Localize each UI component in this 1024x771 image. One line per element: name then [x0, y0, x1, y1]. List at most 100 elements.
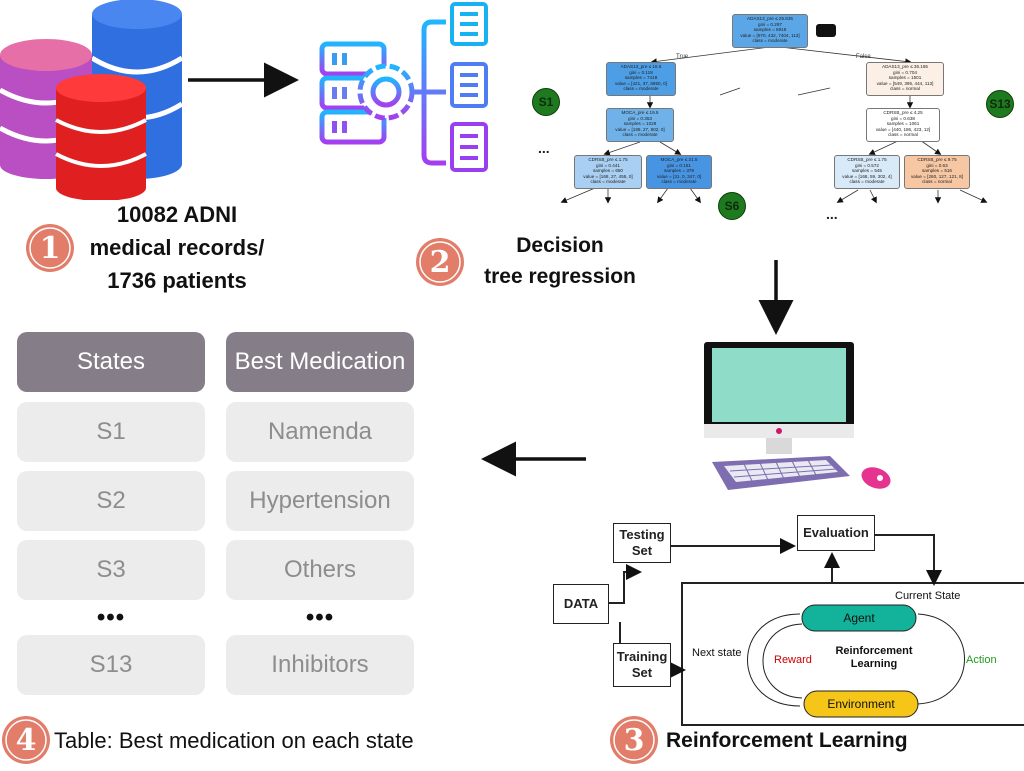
table-cell-medication: Inhibitors — [226, 635, 414, 695]
tree-node-line: ADAS13_pre ≤ 36.165 — [882, 64, 928, 69]
caption-line: tree regression — [484, 265, 636, 288]
tree-node-line: class = normal — [922, 179, 952, 185]
step-4-number: 4 — [15, 722, 37, 758]
tree-true-label: True — [676, 54, 689, 60]
tree-node-line: value = [260, 127, 121, 8] — [911, 173, 963, 179]
tree-node-line: value = [549, 395, 444, 113] — [876, 80, 934, 86]
table-ellipsis: ••• — [305, 604, 335, 631]
rl-diagram-lines — [604, 534, 1024, 726]
table-cell-medication: Others — [226, 540, 414, 600]
table-header-states: States — [17, 332, 205, 392]
step-4-caption: Table: Best medication on each state — [54, 728, 414, 753]
table-header-medication: Best Medication — [226, 332, 414, 392]
tree-node-line: value = [440, 186, 423, 12] — [875, 126, 931, 132]
tree-node-line: value = [199, 27, 802, 0] — [615, 126, 665, 132]
next-state-label: Next state — [692, 647, 742, 659]
tree-node-line: gini = 0.118 — [629, 69, 653, 75]
current-state-label: Current State — [895, 590, 961, 602]
step-4-badge: 4 — [0, 714, 52, 766]
step-1-number: 1 — [39, 230, 61, 266]
tree-node-line: samples = 378 — [663, 168, 694, 174]
tree-node-line: samples = 1028 — [623, 121, 657, 127]
computer-icon — [704, 342, 891, 490]
table-cell-state: S2 — [17, 471, 205, 531]
table-ellipsis: ••• — [96, 604, 126, 631]
step-1-caption: 10082 ADNI medical records/ 1736 patient… — [82, 198, 272, 297]
tree-node-line: class = moderate — [623, 86, 659, 92]
data-box: DATA — [553, 584, 609, 624]
tree-node-line: samples = 1501 — [888, 75, 922, 81]
table-cell-state: S3 — [17, 540, 205, 600]
tree-node-line: class = moderate — [849, 179, 885, 185]
step-2-badge: 2 — [414, 236, 466, 288]
step-3-badge: 3 — [608, 714, 660, 766]
tree-node-line: class = moderate — [622, 132, 658, 138]
table-cell-medication: Hypertension — [226, 471, 414, 531]
tree-node-line: value = [421, 37, 6950, 0] — [615, 80, 667, 86]
rl-center-text: Reinforcement Learning — [826, 645, 922, 671]
tree-node-line: MOCA_pre ≤ 19.5 — [621, 110, 659, 115]
center-line: Reinforcement — [835, 645, 913, 657]
training-set-box: Training Set — [613, 643, 671, 687]
tree-node-line: class = moderate — [661, 179, 697, 185]
tree-node-line: samples = 7418 — [624, 75, 658, 81]
evaluation-box: Evaluation — [797, 515, 875, 551]
caption-line: Decision — [516, 234, 604, 257]
tree-node-line: samples = 650 — [592, 168, 623, 174]
tree-badge-s6: S6 — [718, 192, 746, 220]
caption-line: 10082 ADNI — [116, 202, 238, 227]
center-line: Learning — [850, 658, 898, 670]
tree-node-line: CDRSB_pre ≤ 4.25 — [883, 110, 923, 115]
tree-node-line: class = normal — [888, 132, 918, 138]
tree-node-line: gini = 0.704 — [893, 69, 917, 75]
tree-node-line: gini = 0.638 — [891, 115, 915, 121]
tree-edges — [560, 24, 988, 204]
tree-badge-s1: S1 — [532, 88, 560, 116]
tree-node-line: class = normal — [890, 86, 920, 92]
reward-label: Reward — [774, 654, 812, 666]
testing-set-box: Testing Set — [613, 523, 671, 563]
step-3-number: 3 — [623, 722, 645, 758]
table-cell-state: S1 — [17, 402, 205, 462]
tree-node-line: ADAS13_pre ≤ 16.5 — [620, 64, 662, 69]
tree-ellipsis: ... — [538, 140, 550, 156]
tree-node-line: gini = 0.572 — [855, 162, 879, 168]
table-cell-medication: Namenda — [226, 402, 414, 462]
tree-false-label: False — [856, 54, 871, 60]
tree-node-line: class = moderate — [590, 179, 626, 185]
tree-node-line: gini = 0.151 — [667, 162, 691, 168]
step-3-caption: Reinforcement Learning — [666, 729, 908, 752]
step-2-number: 2 — [429, 244, 451, 280]
tree-node-line: samples = 8918 — [753, 27, 787, 33]
tree-node-line: samples = 545 — [851, 168, 882, 174]
tree-node-line: gini = 0.297 — [758, 21, 782, 27]
action-label: Action — [966, 654, 997, 666]
tree-badge-s13: S13 — [986, 90, 1014, 118]
tree-node-line: CDRSB_pre ≤ 1.75 — [588, 157, 628, 162]
step-2-caption: Decision tree regression — [468, 230, 652, 292]
tree-node-line: value = [168, 27, 455, 0] — [583, 173, 633, 179]
agent-label: Agent — [843, 611, 875, 625]
tree-node-line: samples = 1061 — [886, 121, 920, 127]
environment-label: Environment — [827, 697, 895, 711]
step-1-badge: 1 — [24, 222, 76, 274]
tree-node-line: value = [168, 59, 302, 4] — [842, 173, 892, 179]
caption-line: medical records/ — [89, 235, 265, 260]
tree-node-line: samples = 516 — [921, 168, 952, 174]
tree-node-line: CDRSB_pre ≤ 1.75 — [847, 157, 887, 162]
tree-node-line: MOCA_pre ≤ 21.5 — [660, 157, 698, 162]
tree-node-line: gini = 0.353 — [628, 115, 652, 121]
tree-node-line: gini = 0.63 — [926, 162, 948, 168]
database-icon — [0, 0, 184, 200]
document-icon — [450, 2, 488, 172]
tree-node-line: value = [31, 0, 347, 0] — [656, 173, 702, 179]
